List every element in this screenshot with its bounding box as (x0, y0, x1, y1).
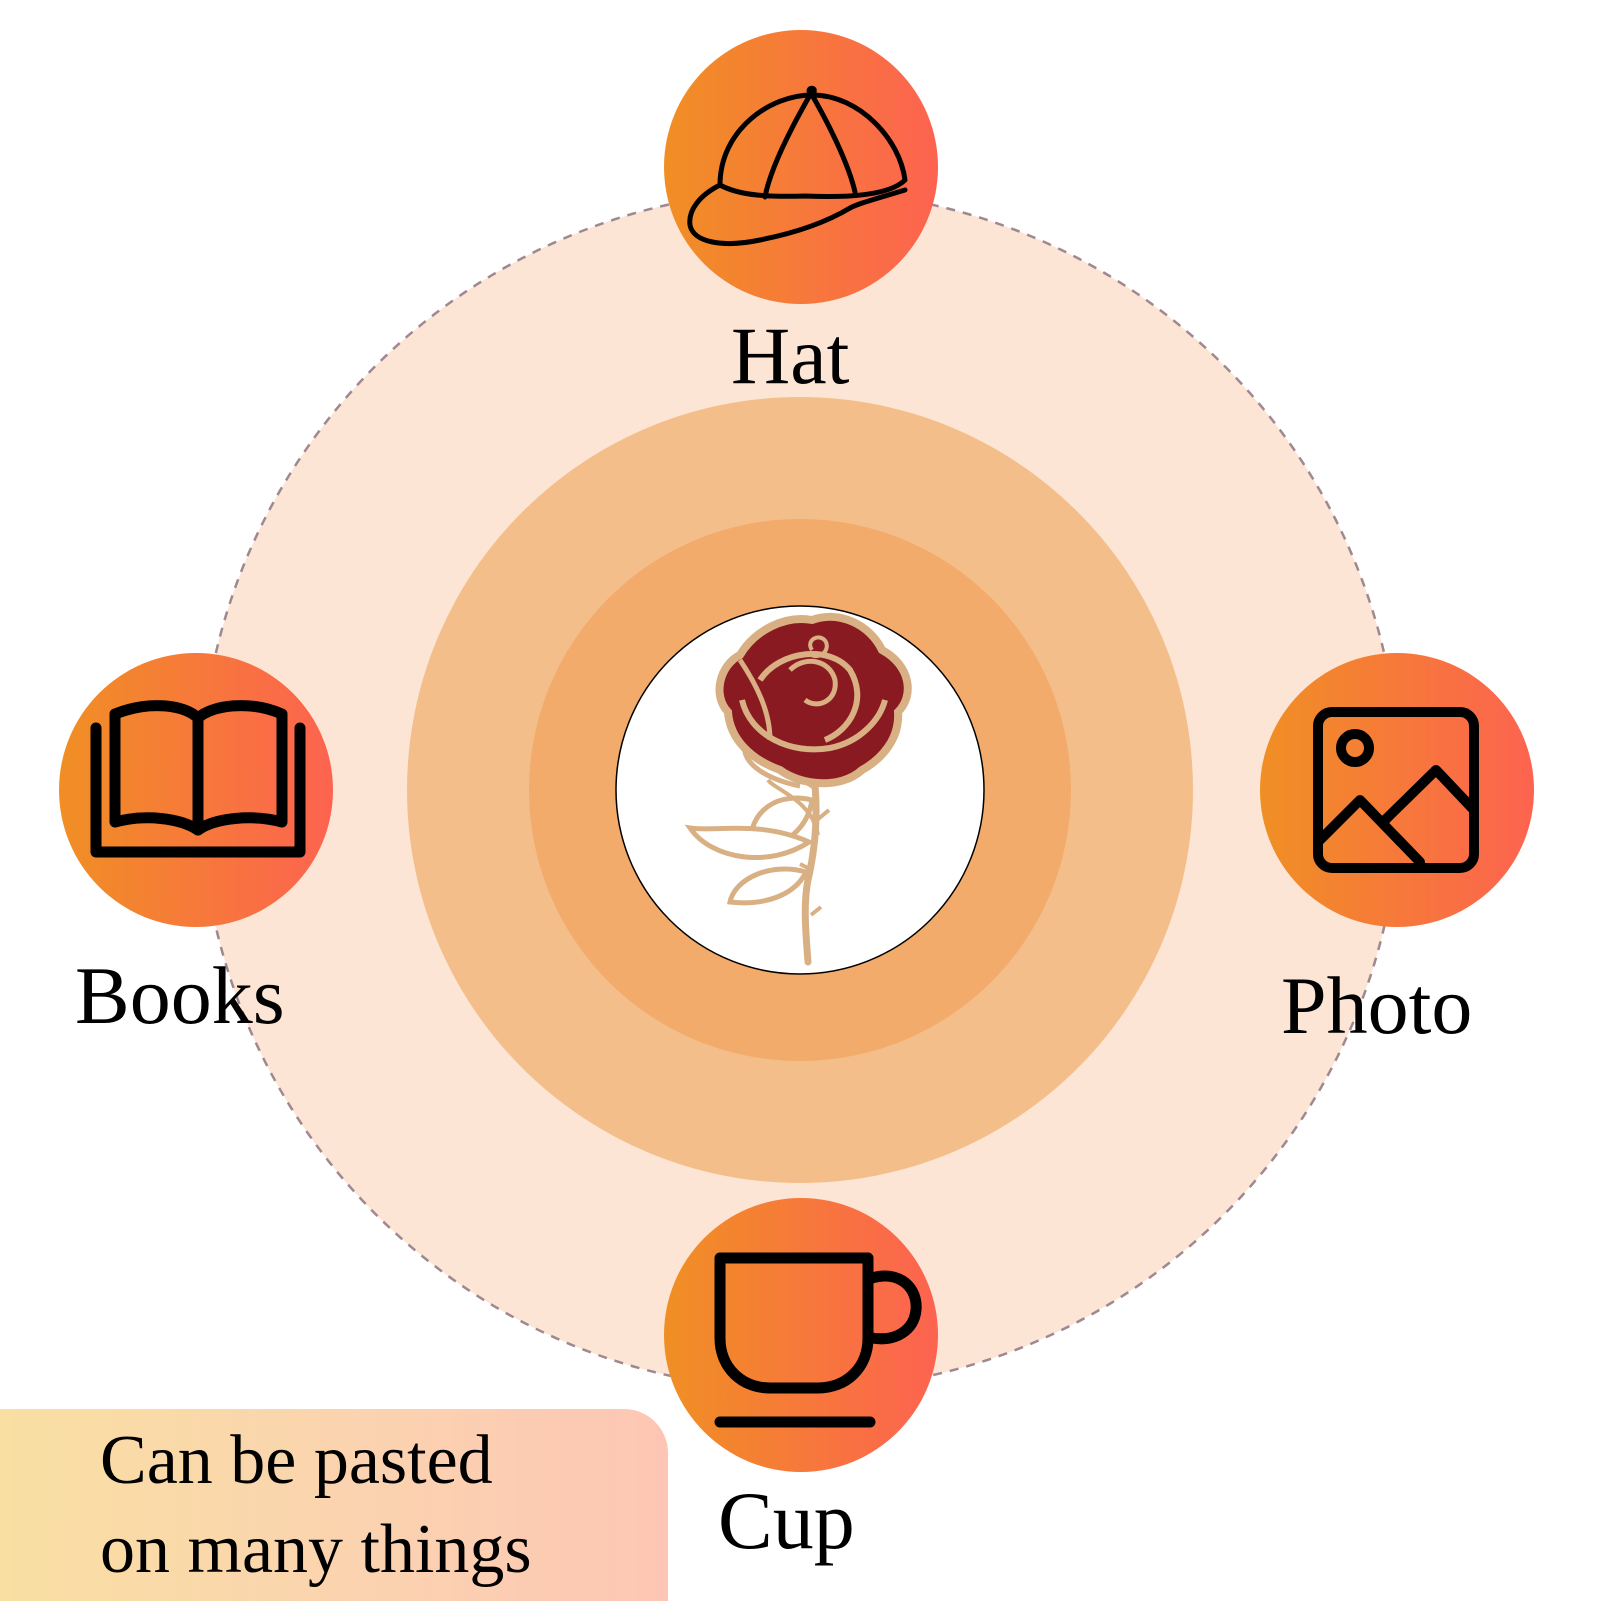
photo-label: Photo (1281, 960, 1473, 1051)
book-icon (90, 700, 306, 858)
rose-icon (684, 612, 912, 966)
hat-icon (687, 85, 908, 246)
note-text-line-1: Can be pasted (100, 1422, 493, 1499)
cup-icon (714, 1252, 922, 1428)
photo-badge (1260, 653, 1534, 927)
books-label: Books (75, 950, 285, 1041)
hat-badge (664, 30, 938, 304)
hat-label: Hat (731, 310, 850, 401)
cup-label: Cup (718, 1475, 855, 1566)
note-text-line-2: on many things (100, 1511, 532, 1588)
image-icon (1313, 707, 1479, 873)
note-box (0, 1409, 668, 1601)
